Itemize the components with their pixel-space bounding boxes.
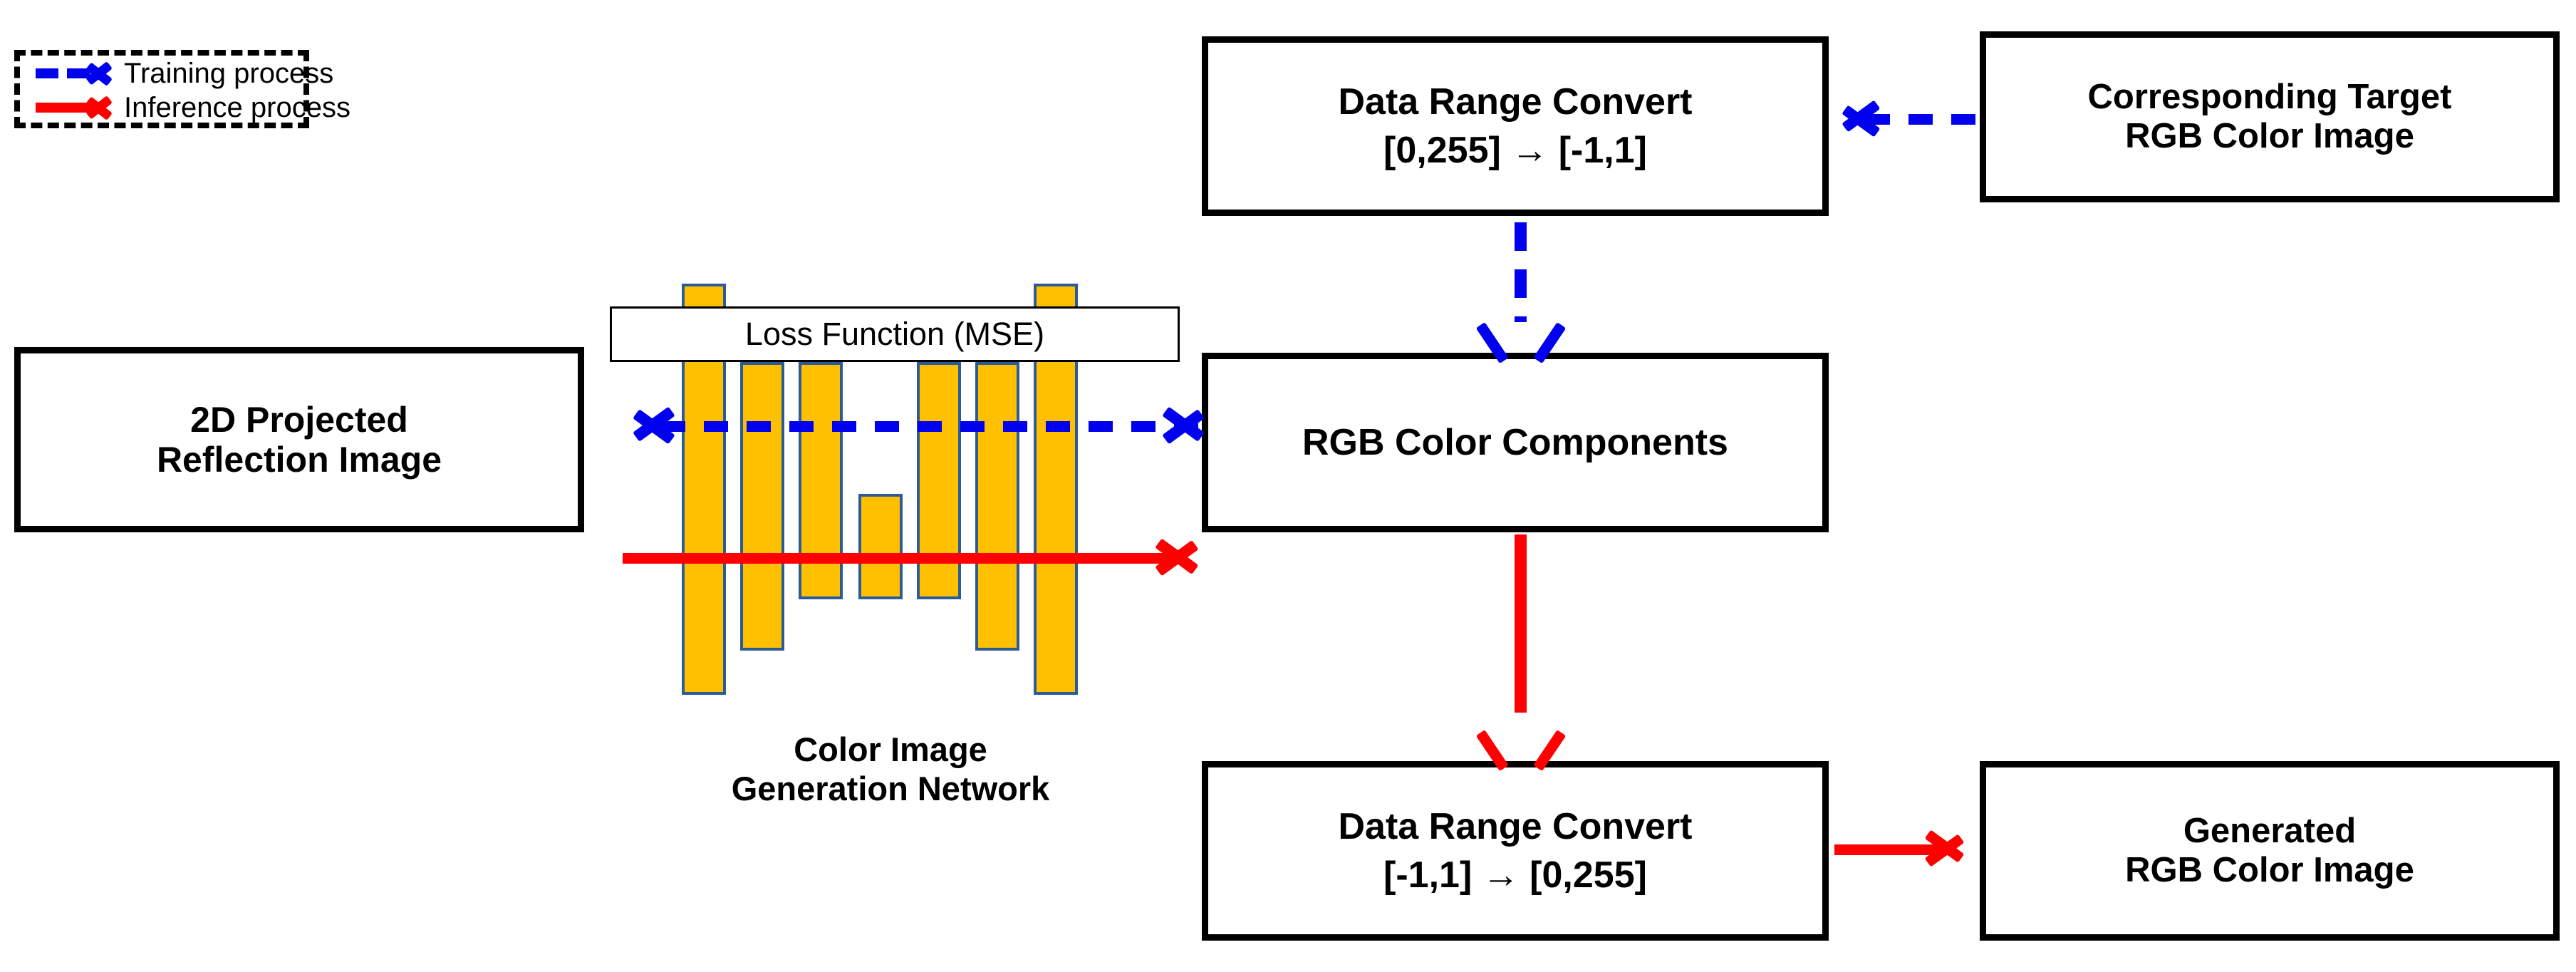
network-layer-bar: [858, 494, 903, 599]
box-generated-rgb-color-image: Generated RGB Color Image: [1980, 761, 2560, 941]
box-data-range-convert-bottom: Data Range Convert [-1,1] → [0,255]: [1202, 761, 1829, 941]
rgb-components-label: RGB Color Components: [1302, 421, 1728, 463]
legend-label-inference: Inference process: [124, 91, 350, 123]
arrow-head-right-blue: [1162, 401, 1215, 451]
box-2d-projected-reflection-image: 2D Projected Reflection Image: [14, 347, 584, 532]
convert-bottom-line-2: [-1,1] → [0,255]: [1383, 854, 1647, 896]
network-layer-bar: [799, 362, 843, 599]
target-image-line-2: RGB Color Image: [2125, 117, 2414, 155]
target-image-line-1: Corresponding Target: [2087, 78, 2452, 117]
loss-function-text: Loss Function (MSE): [744, 316, 1045, 352]
dashed-blue-arrow-right-icon: [36, 59, 115, 88]
convert-top-line-1: Data Range Convert: [1338, 81, 1693, 123]
input-image-line-2: Reflection Image: [156, 440, 442, 480]
network-caption: Color Image Generation Network: [598, 730, 1183, 809]
box-corresponding-target-rgb-color-image: Corresponding Target RGB Color Image: [1980, 31, 2560, 202]
legend-label-training: Training process: [124, 57, 334, 89]
arrow-head-down-blue: [1475, 314, 1567, 364]
box-rgb-color-components: RGB Color Components: [1202, 353, 1829, 532]
solid-red-arrow-right-icon: [36, 93, 115, 122]
arrow-head-left-blue: [622, 401, 675, 451]
network-layer-bar: [740, 362, 784, 651]
arrow-head-down-red: [1475, 721, 1567, 772]
network-caption-line-1: Color Image: [794, 730, 987, 768]
network-layer-bar: [917, 362, 961, 599]
convert-top-line-2: [0,255] → [-1,1]: [1383, 130, 1647, 171]
generated-image-line-1: Generated: [2183, 812, 2357, 851]
legend-item-training: Training process: [20, 57, 333, 90]
network-layer-bar: [975, 362, 1019, 651]
arrow-head-right-red-network: [1155, 533, 1210, 583]
box-data-range-convert-top: Data Range Convert [0,255] → [-1,1]: [1202, 36, 1829, 216]
arrow-head-left-blue-target: [1833, 96, 1881, 143]
generated-image-line-2: RGB Color Image: [2125, 851, 2414, 889]
network-caption-line-2: Generation Network: [731, 769, 1050, 807]
arrow-head-right-red-generated: [1924, 825, 1975, 875]
legend-item-inference: Inference process: [20, 91, 350, 124]
legend-box: Training process Inference process: [14, 50, 350, 128]
input-image-line-1: 2D Projected: [190, 400, 408, 440]
loss-function-label: Loss Function (MSE): [610, 306, 1180, 362]
convert-bottom-line-1: Data Range Convert: [1338, 805, 1693, 847]
